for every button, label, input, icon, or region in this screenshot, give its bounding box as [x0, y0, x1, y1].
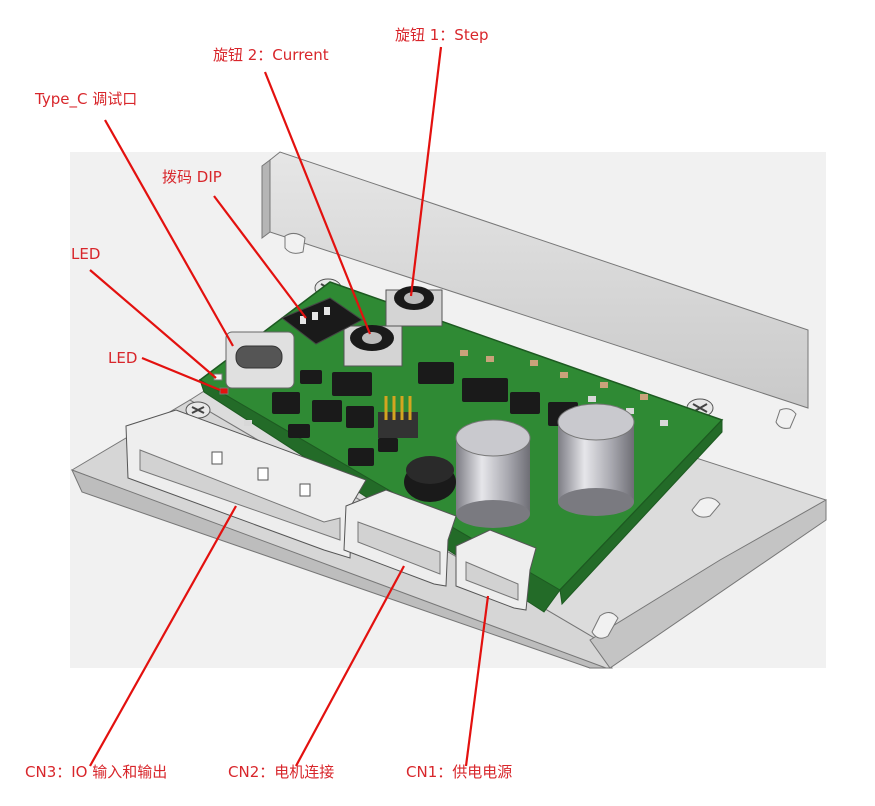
cn2-connector [343, 489, 457, 587]
leader-line-dip [213, 195, 307, 319]
rotary-switch-2-current [343, 325, 403, 367]
leader-line-knob2 [263, 71, 372, 335]
label-led-1: LED [71, 245, 101, 263]
leader-line-cn2 [295, 565, 405, 767]
type-c-port [225, 331, 295, 389]
pin-header [378, 396, 418, 438]
leader-line-typec [104, 119, 234, 347]
leader-line-led2 [141, 356, 221, 392]
electrolytic-capacitor-2 [557, 403, 635, 516]
cn1-connector [455, 529, 537, 611]
label-led-2: LED [108, 349, 138, 367]
label-knob2-current: 旋钮 2：Current [213, 46, 329, 64]
inductor [404, 456, 456, 502]
label-dip-switch: 拨码 DIP [162, 168, 222, 186]
label-typec-debug-port: Type_C 调试口 [35, 90, 138, 108]
rotary-switch-1-step [385, 286, 443, 327]
cn3-connector [125, 409, 367, 559]
electrolytic-capacitor-1 [455, 419, 531, 528]
smd-components [272, 362, 578, 466]
label-cn3-io: CN3：IO 输入和输出 [25, 763, 168, 781]
leader-line-led1 [89, 269, 217, 379]
leader-line-cn1 [464, 595, 490, 767]
leader-lines [89, 46, 490, 767]
label-cn1-power: CN1：供电电源 [406, 763, 513, 781]
leader-line-knob1 [409, 46, 443, 297]
leader-line-cn3 [89, 505, 237, 767]
dip-switch [281, 297, 363, 345]
label-knob1-step: 旋钮 1：Step [395, 26, 489, 44]
aluminum-back-wall [261, 151, 809, 409]
label-cn2-motor: CN2：电机连接 [228, 763, 335, 781]
